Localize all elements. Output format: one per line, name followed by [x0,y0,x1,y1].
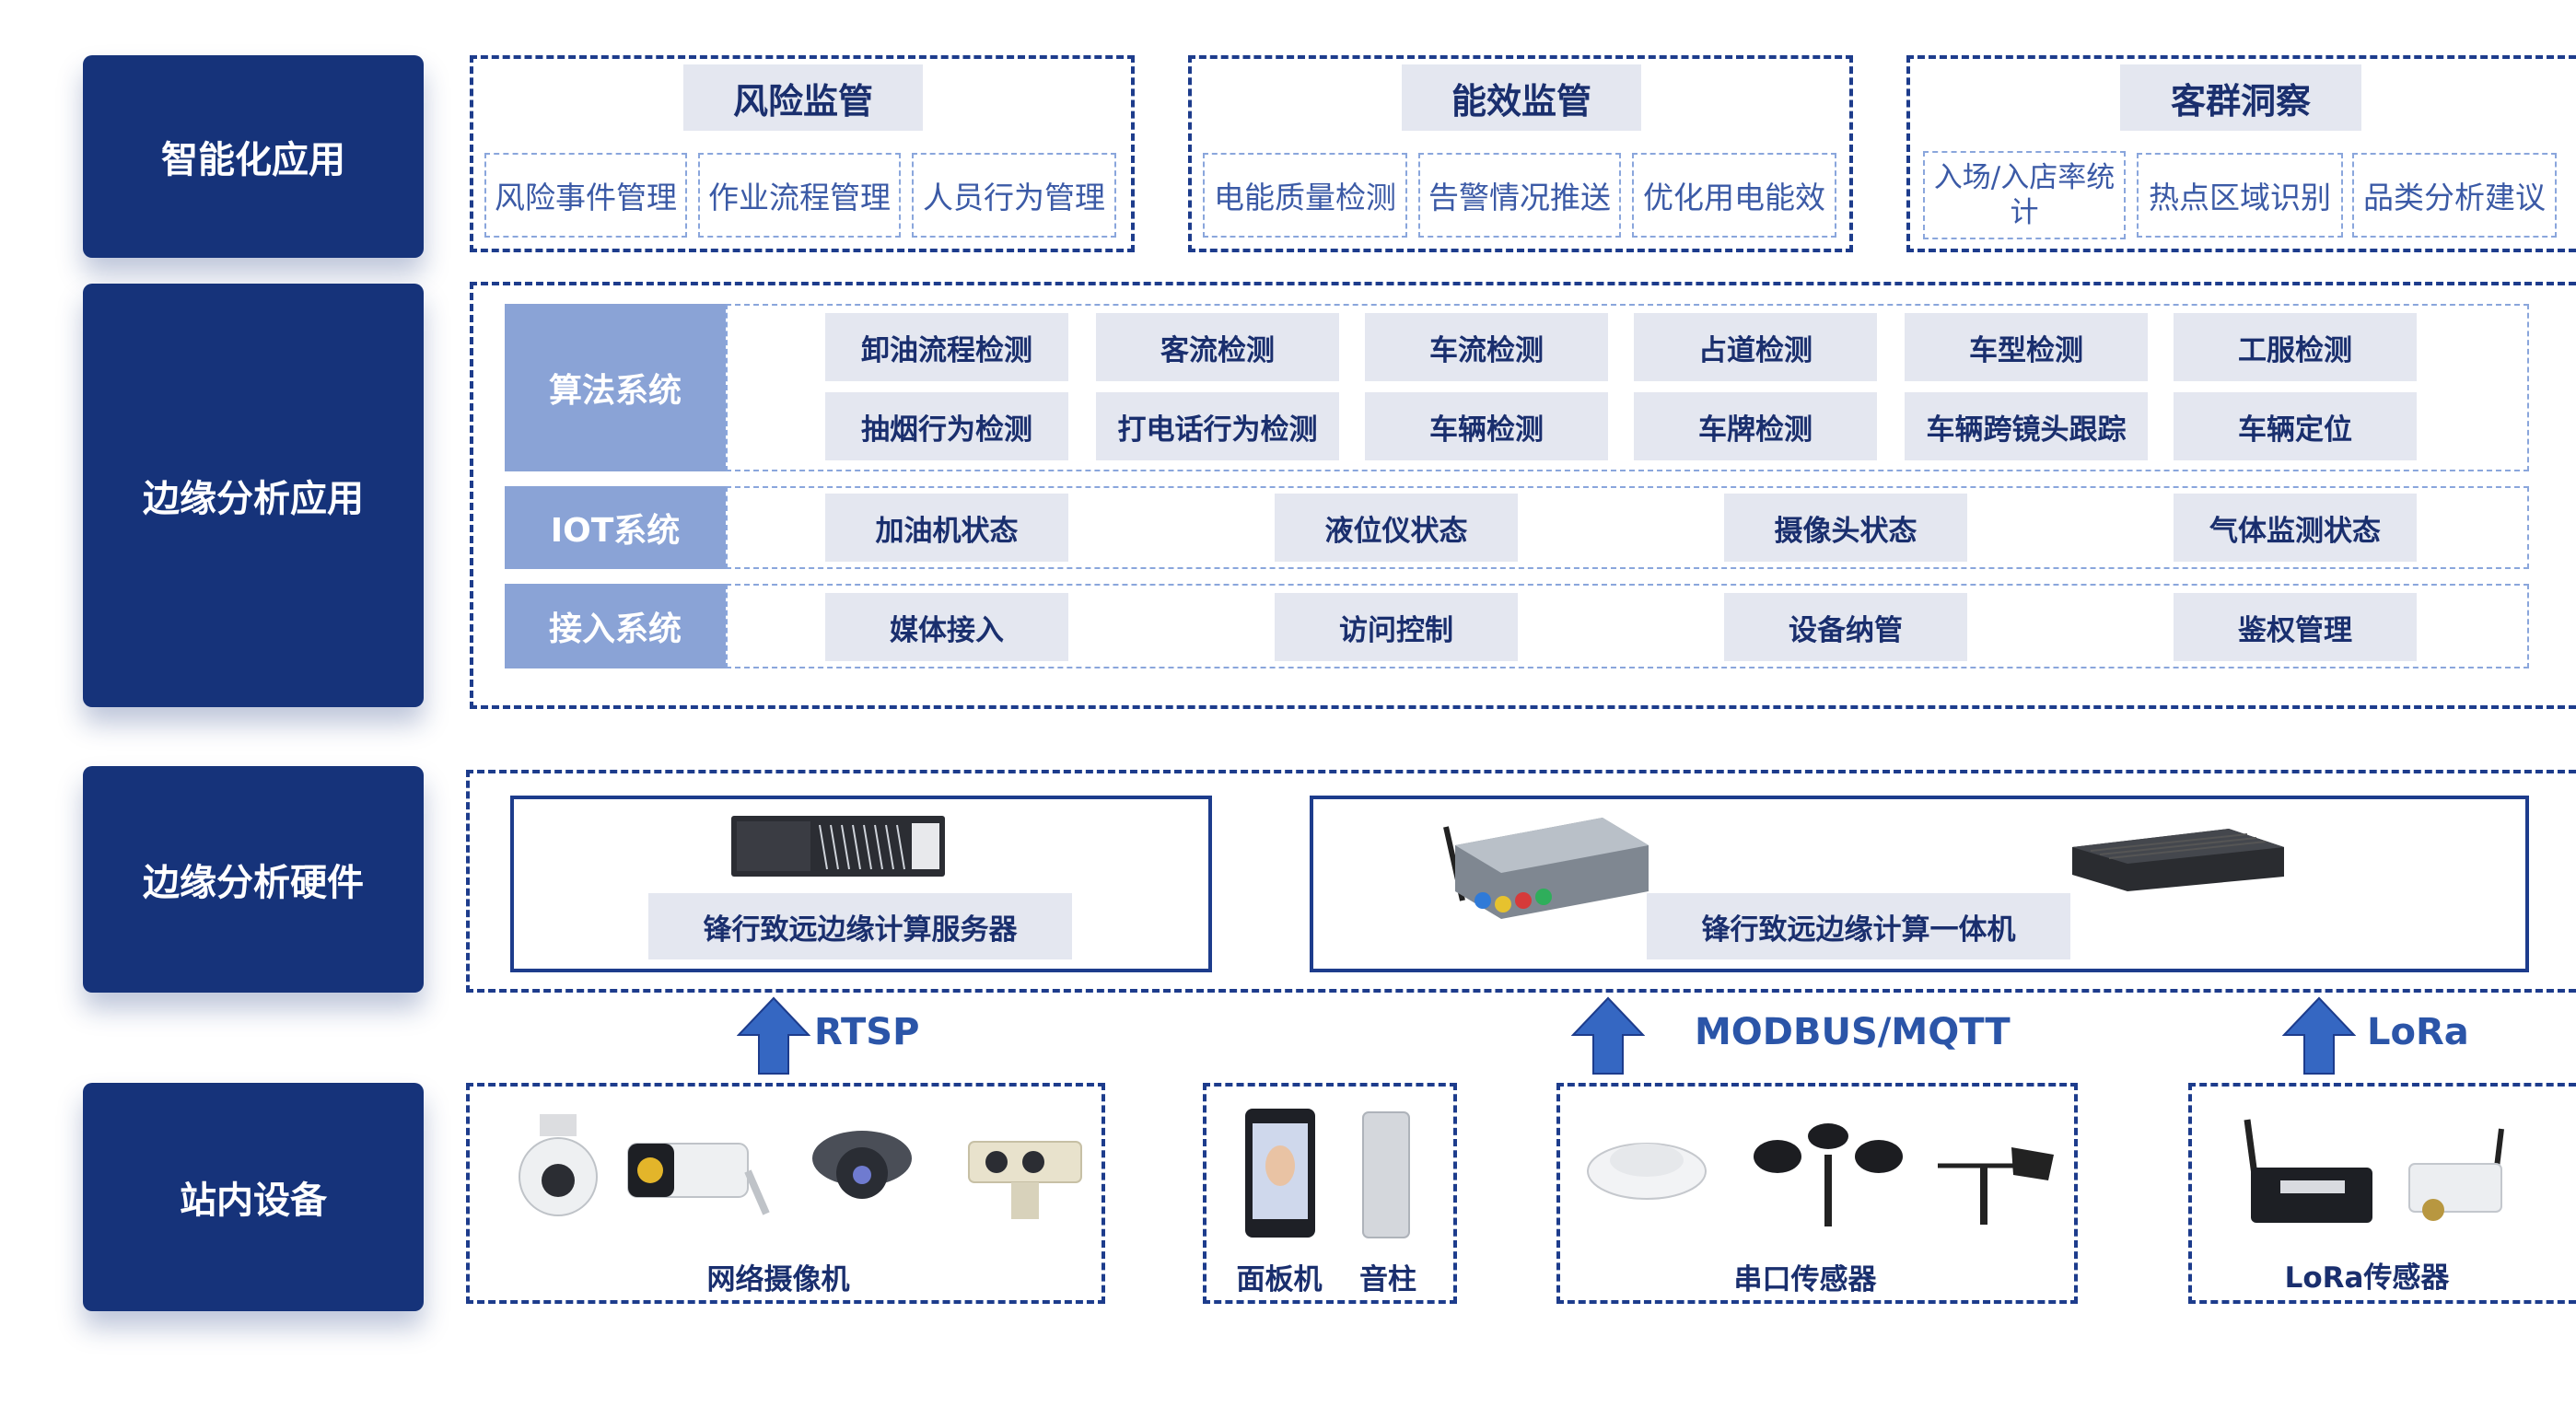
server-image [731,816,945,877]
panel-machine-image [1245,1109,1315,1238]
algo-item: 车辆检测 [1365,392,1608,460]
server-box [510,796,1212,972]
system-algo: 算法系统 [505,304,726,471]
algo-item: 车流检测 [1365,313,1608,381]
caption-cameras: 网络摄像机 [706,1263,850,1296]
group-cameras [466,1083,1105,1304]
layer-edge-hw: 边缘分析硬件 [83,766,424,993]
group-item: 品类分析建议 [2352,153,2557,238]
group-lora [2188,1083,2576,1304]
access-item: 访问控制 [1275,593,1518,661]
ptz-camera-image [519,1114,598,1216]
algo-item: 打电话行为检测 [1096,392,1339,460]
group-item: 入场/入店率统计 [1923,151,2126,239]
arrow-up-icon [2282,996,2356,1075]
lora-gateway-image [2244,1119,2372,1223]
layer-label: 边缘分析硬件 [143,862,364,904]
server-label: 锋行致远边缘计算服务器 [648,893,1072,959]
layer-label: 智能化应用 [161,139,345,181]
smoke-sensor-image [1587,1143,1707,1200]
group-customer [1906,55,2576,252]
layer-edge-app: 边缘分析应用 [83,284,424,707]
algo-item: 占道检测 [1634,313,1877,381]
group-title-risk: 风险监管 [683,64,923,131]
group-item: 电能质量检测 [1203,153,1407,238]
group-title-customer: 客群洞察 [2120,64,2361,131]
layer-label: 边缘分析应用 [143,478,364,520]
edge-app-container [470,282,2576,709]
iot-row-frame [726,486,2529,569]
aio-box-image [2072,829,2284,891]
bullet-camera-image [627,1143,770,1215]
algo-item: 工服检测 [2174,313,2417,381]
caption-lora: LoRa传感器 [2284,1261,2450,1295]
speaker-image [1362,1111,1410,1238]
system-access: 接入系统 [505,584,726,668]
protocol-modbus: MODBUS/MQTT [1695,1011,2011,1053]
algo-item: 车辆跨镜头跟踪 [1905,392,2148,460]
system-iot: IOT系统 [505,486,726,569]
group-item: 风险事件管理 [484,153,687,238]
algo-item: 车型检测 [1905,313,2148,381]
layer-station: 站内设备 [83,1083,424,1311]
group-panel-speaker [1203,1083,1457,1304]
access-item: 媒体接入 [825,593,1068,661]
group-item: 人员行为管理 [912,153,1116,238]
thermal-camera-image [968,1141,1082,1219]
caption-serial: 串口传感器 [1733,1263,1877,1296]
aio-label: 锋行致远边缘计算一体机 [1647,893,2070,959]
algo-item: 客流检测 [1096,313,1339,381]
wind-vane-image [1938,1147,2054,1225]
edge-hw-container [466,770,2576,993]
group-item: 优化用电能效 [1632,153,1836,238]
caption-panel: 面板机 [1236,1263,1323,1296]
group-energy [1188,55,1853,252]
anemometer-image [1754,1123,1903,1226]
algo-item: 车牌检测 [1634,392,1877,460]
algo-item: 车辆定位 [2174,392,2417,460]
iot-item: 加油机状态 [825,494,1068,562]
aio-device-image [1443,818,1649,919]
arrow-up-icon [737,996,810,1075]
dome-camera-image [812,1131,912,1199]
iot-item: 摄像头状态 [1724,494,1967,562]
group-risk [470,55,1135,252]
group-item: 热点区域识别 [2137,153,2343,238]
lora-sensor-image [2408,1128,2504,1221]
access-item: 设备纳管 [1724,593,1967,661]
group-item: 作业流程管理 [698,153,901,238]
aio-box [1310,796,2529,972]
group-item: 告警情况推送 [1418,153,1621,238]
group-title-energy: 能效监管 [1402,64,1641,131]
group-serial [1556,1083,2078,1304]
protocol-lora: LoRa [2367,1011,2469,1053]
access-item: 鉴权管理 [2174,593,2417,661]
caption-speaker: 音柱 [1359,1263,1416,1296]
iot-item: 液位仪状态 [1275,494,1518,562]
algo-item: 抽烟行为检测 [825,392,1068,460]
layer-smart-app: 智能化应用 [83,55,424,258]
arrow-up-icon [1571,996,1645,1075]
algo-item: 卸油流程检测 [825,313,1068,381]
layer-label: 站内设备 [180,1180,327,1222]
protocol-rtsp: RTSP [814,1011,920,1053]
access-row-frame [726,584,2529,668]
iot-item: 气体监测状态 [2174,494,2417,562]
algo-row-frame [726,304,2529,471]
